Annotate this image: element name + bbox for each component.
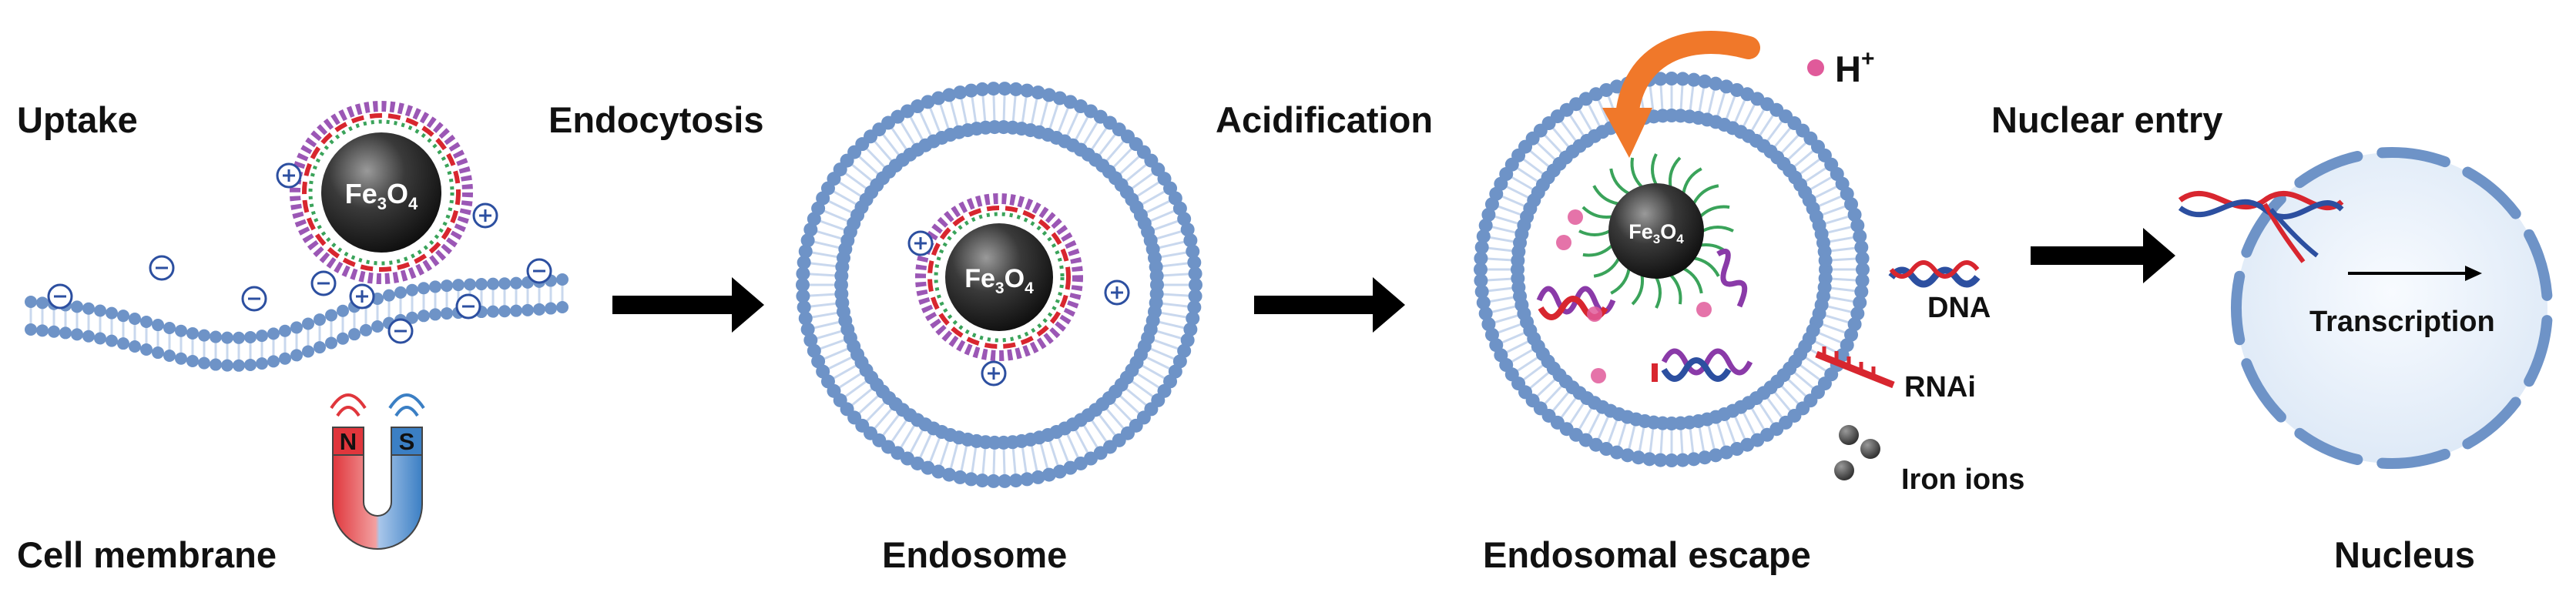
fe3o4-core [1608,183,1704,279]
label-uptake: Uptake [17,99,138,140]
iron-ions [1834,425,1880,480]
coated-nanoparticle-uptake: Fe3O4 [290,101,473,284]
label-rnai: RNAi [1904,371,1976,403]
label-endosomal-escape: Endosomal escape [1483,534,1811,575]
dna-strand [1888,260,1981,288]
fe3o4-core [945,223,1053,331]
cell-membrane-bilayer [25,273,569,372]
fe3o4-label: Fe3O4 [1628,220,1684,246]
label-endosome: Endosome [882,534,1067,575]
label-endocytosis: Endocytosis [548,99,763,140]
nucleus-interior [2236,152,2547,463]
nuclear-envelope [2230,147,2553,469]
magnet-s-label: S [399,428,415,455]
process-arrow-icon [1254,277,1405,333]
process-arrow-icon [612,277,764,333]
label-transcription: Transcription [2309,306,2495,338]
label-nucleus: Nucleus [2334,534,2475,575]
positive-charges [276,162,498,310]
negative-charges [47,255,552,344]
label-acidification: Acidification [1216,99,1433,140]
dna-double-helix [2178,190,2344,263]
label-nuclear-entry: Nuclear entry [1991,99,2222,140]
endosome-vesicle [796,82,1202,488]
label-cell-membrane: Cell membrane [17,534,277,575]
label-h-plus: H+ [1835,46,1874,89]
fe3o4-label: Fe3O4 [964,264,1034,297]
fe3o4-label: Fe3O4 [345,178,418,213]
fe3o4-core [321,132,441,253]
naked-nanoparticle: Fe3O4 [1578,153,1734,309]
nucleus [2230,147,2553,469]
proton-dots [1556,209,1712,383]
positive-charges [907,230,1130,387]
magnet-icon: N S [330,393,425,550]
transcription-arrow [2348,266,2482,281]
magnet-n-label: N [340,428,357,455]
rnai-strand [1815,346,1895,389]
proton-dot [1807,59,1824,76]
label-iron-ions: Iron ions [1901,463,2024,496]
coated-nanoparticle-endosome: Fe3O4 [915,193,1083,361]
proton-influx-arrow [1602,31,1760,158]
label-dna: DNA [1927,292,1991,324]
process-arrow-icon [2031,228,2175,283]
